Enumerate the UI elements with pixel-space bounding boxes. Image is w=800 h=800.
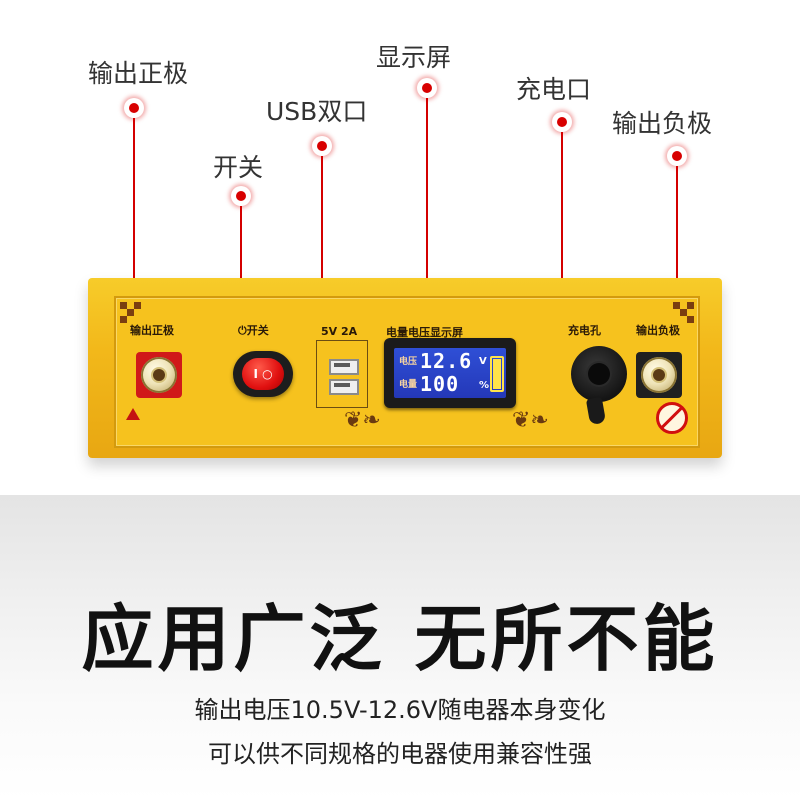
panel-caption-negative: 输出负极: [636, 324, 680, 337]
usb-port-group: 5V 2A: [316, 325, 368, 408]
leader-output-positive: [133, 118, 135, 376]
callout-usb-dual: USB双口: [266, 97, 368, 126]
callout-dot-charge-port: [552, 112, 572, 132]
callout-dot-display: [417, 78, 437, 98]
usb-port-2[interactable]: [329, 379, 359, 395]
usb-rating-label: 5V 2A: [321, 325, 358, 338]
switch-rocker[interactable]: I ○: [242, 358, 284, 390]
corner-ornament-left: [120, 302, 142, 324]
panel-caption-charge: 充电孔: [568, 324, 601, 337]
battery-level-fill: [493, 359, 501, 389]
positive-terminal-nut: [141, 357, 177, 393]
caption-area: [0, 495, 800, 800]
scroll-ornament-right: ❦❧: [512, 408, 549, 433]
leader-display: [426, 98, 428, 368]
callout-output-negative: 输出负极: [612, 109, 713, 138]
front-panel: 输出正极 ⏻开关 电量电压显示屏 充电孔 输出负极 I ○ 5V 2A 电压 1…: [114, 296, 700, 448]
panel-caption-switch: ⏻开关: [238, 324, 269, 337]
callout-dot-output-positive: [124, 98, 144, 118]
description-line-1: 输出电压10.5V-12.6V随电器本身变化: [194, 696, 606, 724]
power-switch[interactable]: I ○: [233, 351, 293, 397]
positive-terminal[interactable]: [136, 352, 182, 398]
lcd-charge-tag: 电量: [399, 380, 418, 390]
warning-triangle-icon: [126, 408, 140, 420]
callout-switch: 开关: [213, 153, 264, 182]
negative-terminal[interactable]: [636, 352, 682, 398]
scroll-ornament-left: ❦❧: [344, 408, 381, 433]
headline: 应用广泛 无所不能: [81, 597, 719, 681]
lcd-voltage-tag: 电压: [399, 357, 418, 367]
callout-dot-output-negative: [667, 146, 687, 166]
lcd-voltage-value: 12.6: [420, 349, 473, 373]
leader-charge-port: [561, 132, 563, 368]
battery-level-icon: [490, 356, 504, 392]
lcd-voltage-unit: V: [479, 356, 487, 367]
power-inverter-device: 输出正极 ⏻开关 电量电压显示屏 充电孔 输出负极 I ○ 5V 2A 电压 1…: [88, 278, 722, 458]
charge-socket[interactable]: [571, 346, 627, 402]
lcd-charge-unit: %: [479, 380, 490, 391]
callout-output-positive: 输出正极: [88, 59, 189, 88]
corner-ornament-right: [672, 302, 694, 324]
lcd-charge-value: 100: [420, 372, 460, 396]
callout-charge-port: 充电口: [516, 75, 592, 104]
usb-port-1[interactable]: [329, 359, 359, 375]
leader-usb: [321, 156, 323, 346]
lcd-display: 电压 12.6 V 电量 100 %: [384, 338, 516, 408]
description-line-2: 可以供不同规格的电器使用兼容性强: [208, 740, 592, 768]
negative-terminal-nut: [641, 357, 677, 393]
callout-dot-usb: [312, 136, 332, 156]
panel-caption-positive: 输出正极: [130, 324, 174, 337]
lcd-screen: 电压 12.6 V 电量 100 %: [394, 348, 506, 398]
callout-dot-switch: [231, 186, 251, 206]
leader-output-negative: [676, 166, 678, 374]
prohibition-icon: [656, 402, 688, 434]
callout-display: 显示屏: [376, 43, 452, 72]
panel-caption-display: 电量电压显示屏: [386, 326, 463, 339]
